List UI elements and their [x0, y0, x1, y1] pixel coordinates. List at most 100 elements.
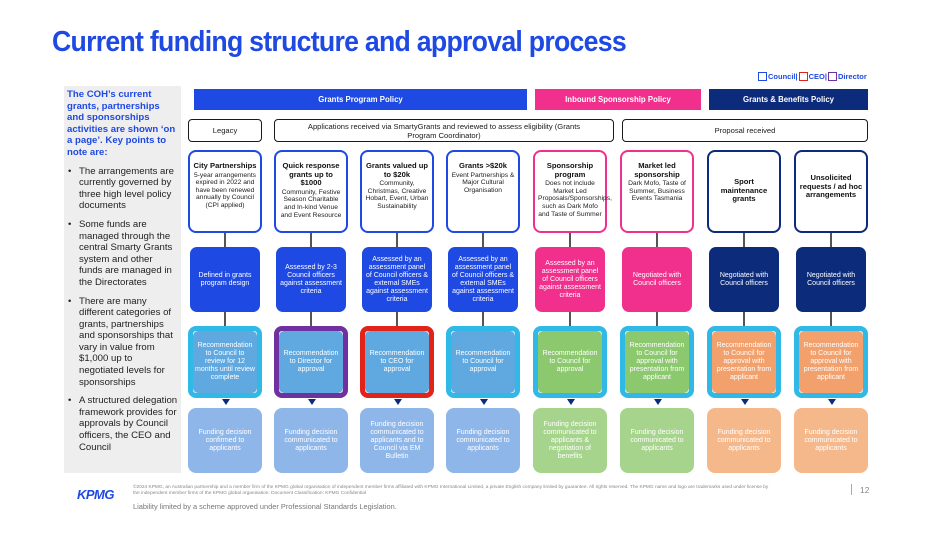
funding-decision-step: Funding decision communicated to applica…	[620, 408, 694, 473]
funding-decision-step: Funding decision communicated to applica…	[446, 408, 520, 473]
inbound-sponsorship-policy-band: Inbound Sponsorship Policy	[535, 89, 701, 110]
category-card: Unsolicited requests / ad hoc arrangemen…	[794, 150, 868, 233]
category-title: Sponsorship program	[546, 161, 594, 179]
connector-line	[656, 312, 658, 326]
connector-line	[743, 233, 745, 247]
assessment-step: Defined in grants program design	[190, 247, 260, 312]
funding-decision-step: Funding decision communicated to applica…	[794, 408, 868, 473]
arrow-down-icon	[394, 399, 402, 405]
copyright-notice: ©2024 KPMG, an Australian partnership an…	[133, 485, 769, 497]
assessment-step: Negotiated with Council officers	[796, 247, 866, 312]
approver-frame-council	[446, 326, 520, 398]
approver-legend: Council| CEO| Director	[758, 72, 868, 81]
key-point: A structured delegation framework provid…	[67, 395, 178, 453]
connector-line	[224, 233, 226, 247]
assessment-step: Assessed by an assessment panel of Counc…	[362, 247, 432, 312]
legend-director-swatch	[827, 72, 837, 81]
assessment-step: Negotiated with Council officers	[709, 247, 779, 312]
recommendation-step: Recommendation to Council for approval	[451, 331, 515, 393]
category-description: Does not include Market Led Proposals/Sp…	[538, 180, 612, 218]
arrow-down-icon	[741, 399, 749, 405]
recommendation-step: Recommendation to CEO for approval	[365, 331, 429, 393]
recommendation-step: Recommendation to Council to review for …	[193, 331, 257, 393]
funding-decision-step: Funding decision communicated to applica…	[360, 408, 434, 473]
assessment-step: Assessed by 2-3 Council officers against…	[276, 247, 346, 312]
category-description: Dark Mofo, Taste of Summer, Business Eve…	[628, 180, 686, 203]
assessment-step: Negotiated with Council officers	[622, 247, 692, 312]
key-points-panel: The COH’s current grants, partnerships a…	[64, 86, 181, 473]
category-card: Sponsorship program Does not include Mar…	[533, 150, 612, 233]
legend-council: Council|	[758, 72, 798, 81]
approver-frame-council	[533, 326, 607, 398]
connector-line	[569, 233, 571, 247]
category-card: Grants valued up to $20k Community, Chri…	[360, 150, 434, 233]
recommendation-step: Recommendation to Director for approval	[279, 331, 343, 393]
connector-line	[482, 312, 484, 326]
category-card: City Partnerships 5-year arrangements ex…	[188, 150, 262, 233]
connector-line	[310, 233, 312, 247]
connector-line	[396, 233, 398, 247]
category-card: Sport maintenance grants	[707, 150, 781, 233]
page-title: Current funding structure and approval p…	[52, 26, 627, 58]
approver-frame-ceo	[360, 326, 434, 398]
category-title: Quick response grants up to $1000	[282, 161, 340, 188]
page-number-divider	[851, 484, 852, 495]
liability-notice: Liability limited by a scheme approved u…	[133, 502, 397, 511]
connector-line	[656, 233, 658, 247]
connector-line	[482, 233, 484, 247]
approver-frame-council	[188, 326, 262, 398]
connector-line	[569, 312, 571, 326]
grants-program-policy-band: Grants Program Policy	[194, 89, 527, 110]
category-card: Market led sponsorship Dark Mofo, Taste …	[620, 150, 694, 233]
category-title: City Partnerships	[193, 161, 257, 170]
category-title: Grants valued up to $20k	[365, 161, 429, 179]
funding-decision-step: Funding decision confirmed to applicants	[188, 408, 262, 473]
legend-director-label: Director	[837, 72, 867, 81]
kpmg-logo: KPMG	[77, 487, 115, 502]
category-title: Unsolicited requests / ad hoc arrangemen…	[799, 173, 863, 200]
arrow-down-icon	[222, 399, 230, 405]
connector-line	[396, 312, 398, 326]
assessment-step: Assessed by an assessment panel of Counc…	[535, 247, 605, 312]
category-description: 5-year arrangements expired in 2022 and …	[193, 171, 257, 209]
key-points-list: The arrangements are currently governed …	[67, 166, 178, 454]
arrow-down-icon	[654, 399, 662, 405]
arrow-down-icon	[567, 399, 575, 405]
approver-frame-council	[707, 326, 781, 398]
recommendation-step: Recommendation to Council for approval	[538, 331, 602, 393]
legend-director: Director	[827, 72, 867, 81]
smartygrants-intake-label: Applications received via SmartyGrants a…	[274, 119, 614, 142]
category-title: Grants >$20k	[459, 161, 507, 170]
approver-frame-council	[620, 326, 694, 398]
connector-line	[224, 312, 226, 326]
page-number: 12	[860, 485, 870, 495]
category-card: Grants >$20k Event Partnerships & Major …	[446, 150, 520, 233]
key-point: Some funds are managed through the centr…	[67, 219, 178, 289]
proposal-received-label: Proposal received	[622, 119, 868, 142]
category-description: Community, Festive Season Charitable and…	[280, 188, 342, 219]
category-card: Quick response grants up to $1000 Commun…	[274, 150, 348, 233]
category-title: Sport maintenance grants	[720, 177, 768, 204]
recommendation-step: Recommendation to Council for approval w…	[625, 331, 689, 393]
legend-council-label: Council	[768, 72, 796, 81]
connector-line	[743, 312, 745, 326]
key-points-intro: The COH’s current grants, partnerships a…	[67, 89, 176, 158]
approver-frame-council	[794, 326, 868, 398]
category-description: Event Partnerships & Major Cultural Orga…	[451, 171, 515, 194]
recommendation-step: Recommendation to Council for approval w…	[712, 331, 776, 393]
key-point: There are many different categories of g…	[67, 296, 178, 389]
arrow-down-icon	[828, 399, 836, 405]
key-point: The arrangements are currently governed …	[67, 166, 178, 212]
connector-line	[830, 233, 832, 247]
category-description: Community, Christmas, Creative Hobart, E…	[365, 180, 429, 210]
legend-ceo-swatch	[798, 72, 808, 81]
connector-line	[310, 312, 312, 326]
recommendation-step: Recommendation to Council for approval w…	[799, 331, 863, 393]
funding-decision-step: Funding decision communicated to applica…	[707, 408, 781, 473]
funding-decision-step: Funding decision communicated to applica…	[274, 408, 348, 473]
assessment-step: Assessed by an assessment panel of Counc…	[448, 247, 518, 312]
legend-council-swatch	[758, 72, 767, 81]
arrow-down-icon	[308, 399, 316, 405]
legend-ceo: CEO|	[798, 72, 827, 81]
legend-ceo-label: CEO	[808, 72, 825, 81]
